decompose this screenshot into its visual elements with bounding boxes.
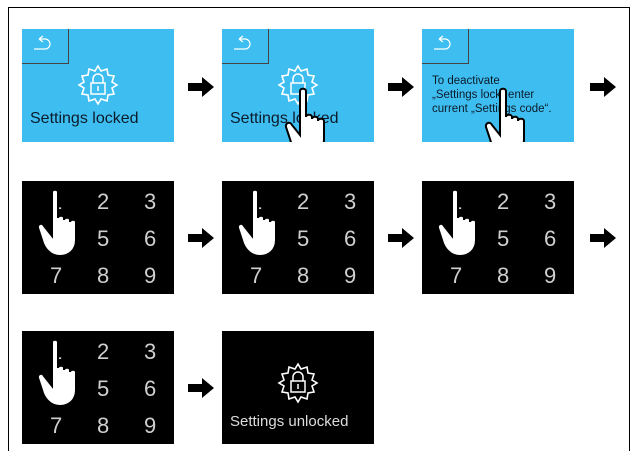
keypad-digit-5[interactable]: 5 — [97, 376, 110, 401]
gear-padlock-icon — [77, 64, 119, 106]
keypad-digit-8[interactable]: 8 — [97, 263, 110, 288]
keypad-digit-9[interactable]: 9 — [144, 263, 157, 288]
pointing-hand-icon — [36, 338, 77, 408]
gear-padlock-icon — [277, 362, 319, 404]
right-arrow-icon — [590, 77, 616, 97]
right-arrow-icon — [188, 77, 214, 97]
settings-locked-caption: Settings locked — [30, 110, 139, 127]
keypad-digit-7[interactable]: 7 — [50, 413, 63, 438]
pointing-hand-icon — [236, 188, 277, 258]
right-arrow-icon — [188, 228, 214, 248]
keypad-digit-6[interactable]: 6 — [144, 376, 157, 401]
keypad-digit-8[interactable]: 8 — [497, 263, 510, 288]
back-arrow-icon — [34, 35, 51, 50]
keypad-digit-7[interactable]: 7 — [450, 263, 463, 288]
keypad-digit-7[interactable]: 7 — [50, 263, 63, 288]
keypad-digit-8[interactable]: 8 — [297, 263, 310, 288]
keypad-digit-3[interactable]: 3 — [344, 189, 357, 214]
keypad-digit-2[interactable]: 2 — [97, 339, 110, 364]
pointing-hand-icon — [484, 87, 525, 142]
keypad-panel: 123456789 — [422, 181, 574, 294]
keypad-digit-2[interactable]: 2 — [297, 189, 310, 214]
keypad-digit-9[interactable]: 9 — [144, 413, 157, 438]
right-arrow-icon — [388, 77, 414, 97]
back-arrow-icon — [434, 35, 451, 50]
keypad-digit-6[interactable]: 6 — [544, 226, 557, 251]
keypad-digit-3[interactable]: 3 — [144, 339, 157, 364]
keypad-panel: 123456789 — [22, 181, 174, 294]
pointing-hand-icon — [284, 87, 325, 142]
panel-settings-locked: Settings locked — [22, 29, 174, 142]
keypad-digit-3[interactable]: 3 — [144, 189, 157, 214]
keypad-digit-5[interactable]: 5 — [297, 226, 310, 251]
keypad-digit-6[interactable]: 6 — [344, 226, 357, 251]
right-arrow-icon — [590, 228, 616, 248]
pointing-hand-icon — [36, 188, 77, 258]
right-arrow-icon — [188, 378, 214, 398]
keypad-digit-9[interactable]: 9 — [544, 263, 557, 288]
keypad-digit-5[interactable]: 5 — [97, 226, 110, 251]
pointing-hand-icon — [436, 188, 477, 258]
panel-settings-unlocked: Settings unlocked — [222, 331, 374, 444]
keypad-digit-2[interactable]: 2 — [97, 189, 110, 214]
keypad-digit-3[interactable]: 3 — [544, 189, 557, 214]
back-button[interactable] — [22, 29, 69, 64]
back-button[interactable] — [422, 29, 469, 64]
keypad-digit-8[interactable]: 8 — [97, 413, 110, 438]
keypad-digit-9[interactable]: 9 — [344, 263, 357, 288]
back-arrow-icon — [234, 35, 251, 50]
keypad-digit-7[interactable]: 7 — [250, 263, 263, 288]
settings-unlocked-caption: Settings unlocked — [230, 413, 349, 430]
back-button[interactable] — [222, 29, 269, 64]
panel-tap-lock-icon: Settings locked — [222, 29, 374, 142]
right-arrow-icon — [388, 228, 414, 248]
panel-enter-code-prompt: To deactivate „Settings lock“ enter curr… — [422, 29, 574, 142]
keypad-panel: 123456789 — [222, 181, 374, 294]
diagram-frame — [8, 7, 630, 451]
keypad-digit-2[interactable]: 2 — [497, 189, 510, 214]
keypad-digit-5[interactable]: 5 — [497, 226, 510, 251]
keypad-digit-6[interactable]: 6 — [144, 226, 157, 251]
keypad-panel: 123456789 — [22, 331, 174, 444]
